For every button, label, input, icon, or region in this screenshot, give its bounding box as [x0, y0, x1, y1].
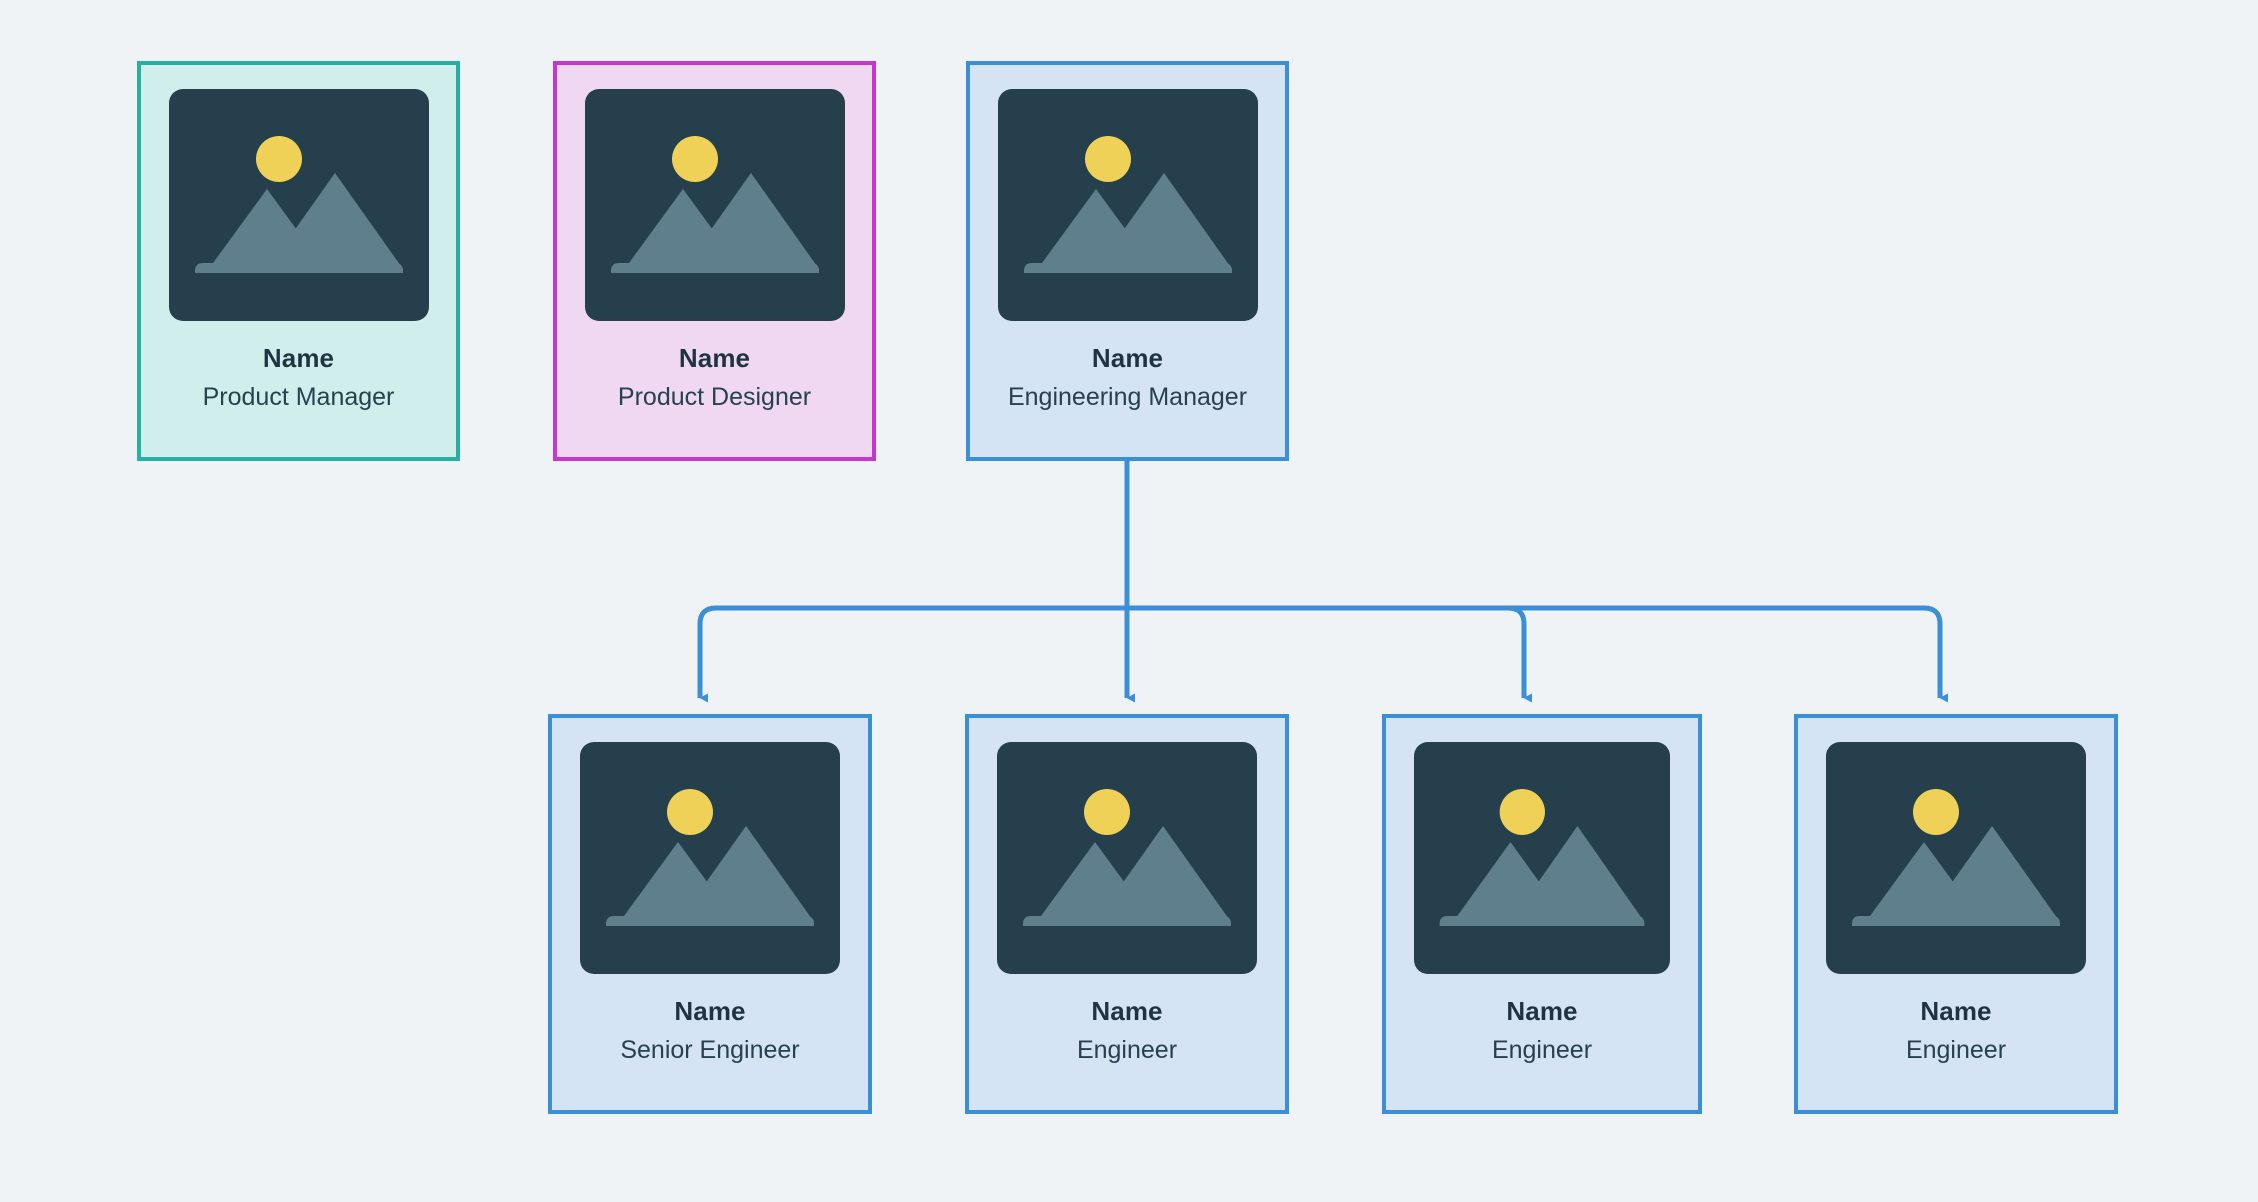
sun-icon — [1084, 136, 1131, 182]
card-role: Engineer — [1491, 1036, 1593, 1064]
card-name: Name — [1091, 996, 1163, 1026]
image-placeholder-icon — [997, 742, 1257, 974]
sun-icon — [255, 136, 302, 182]
card-role: Senior Engineer — [620, 1036, 800, 1064]
org-card-engineer-3[interactable]: Name Engineer — [1794, 714, 2118, 1114]
sun-icon — [667, 789, 713, 835]
org-card-engineer-2[interactable]: Name Engineer — [1382, 714, 1702, 1114]
connector-to-engineer-2 — [1127, 605, 1533, 703]
card-role: Product Manager — [202, 383, 395, 411]
sun-icon — [1913, 789, 1959, 835]
org-card-product-designer[interactable]: Name Product Designer — [553, 61, 876, 461]
mountain-icon — [1095, 173, 1232, 269]
image-placeholder-icon — [580, 742, 840, 974]
mountain-icon — [1924, 826, 2060, 922]
mountain-icon — [678, 826, 814, 922]
org-card-engineer-1[interactable]: Name Engineer — [965, 714, 1289, 1114]
connector-to-engineer-3 — [1127, 605, 1949, 703]
image-placeholder-icon — [584, 89, 845, 321]
org-card-product-manager[interactable]: Name Product Manager — [137, 61, 460, 461]
card-name: Name — [1091, 343, 1164, 373]
image-placeholder-icon — [1826, 742, 2086, 974]
mountain-icon — [1095, 826, 1231, 922]
sun-icon — [1499, 789, 1545, 835]
connector-to-senior-engineer — [697, 605, 1127, 703]
sun-icon — [671, 136, 718, 182]
card-name: Name — [262, 343, 335, 373]
card-role: Engineer — [1076, 1036, 1178, 1064]
card-name: Name — [1506, 996, 1578, 1026]
image-placeholder-icon — [997, 89, 1258, 321]
card-role: Engineering Manager — [1007, 383, 1248, 411]
sun-icon — [1084, 789, 1130, 835]
mountain-icon — [1510, 826, 1645, 922]
image-placeholder-icon — [168, 89, 429, 321]
card-name: Name — [1920, 996, 1992, 1026]
card-name: Name — [674, 996, 746, 1026]
image-placeholder-icon — [1414, 742, 1670, 974]
mountain-icon — [682, 173, 819, 269]
org-card-senior-engineer[interactable]: Name Senior Engineer — [548, 714, 872, 1114]
card-role: Product Designer — [617, 383, 812, 411]
mountain-icon — [266, 173, 403, 269]
card-name: Name — [678, 343, 751, 373]
card-role: Engineer — [1905, 1036, 2007, 1064]
org-card-engineering-manager[interactable]: Name Engineering Manager — [966, 61, 1289, 461]
